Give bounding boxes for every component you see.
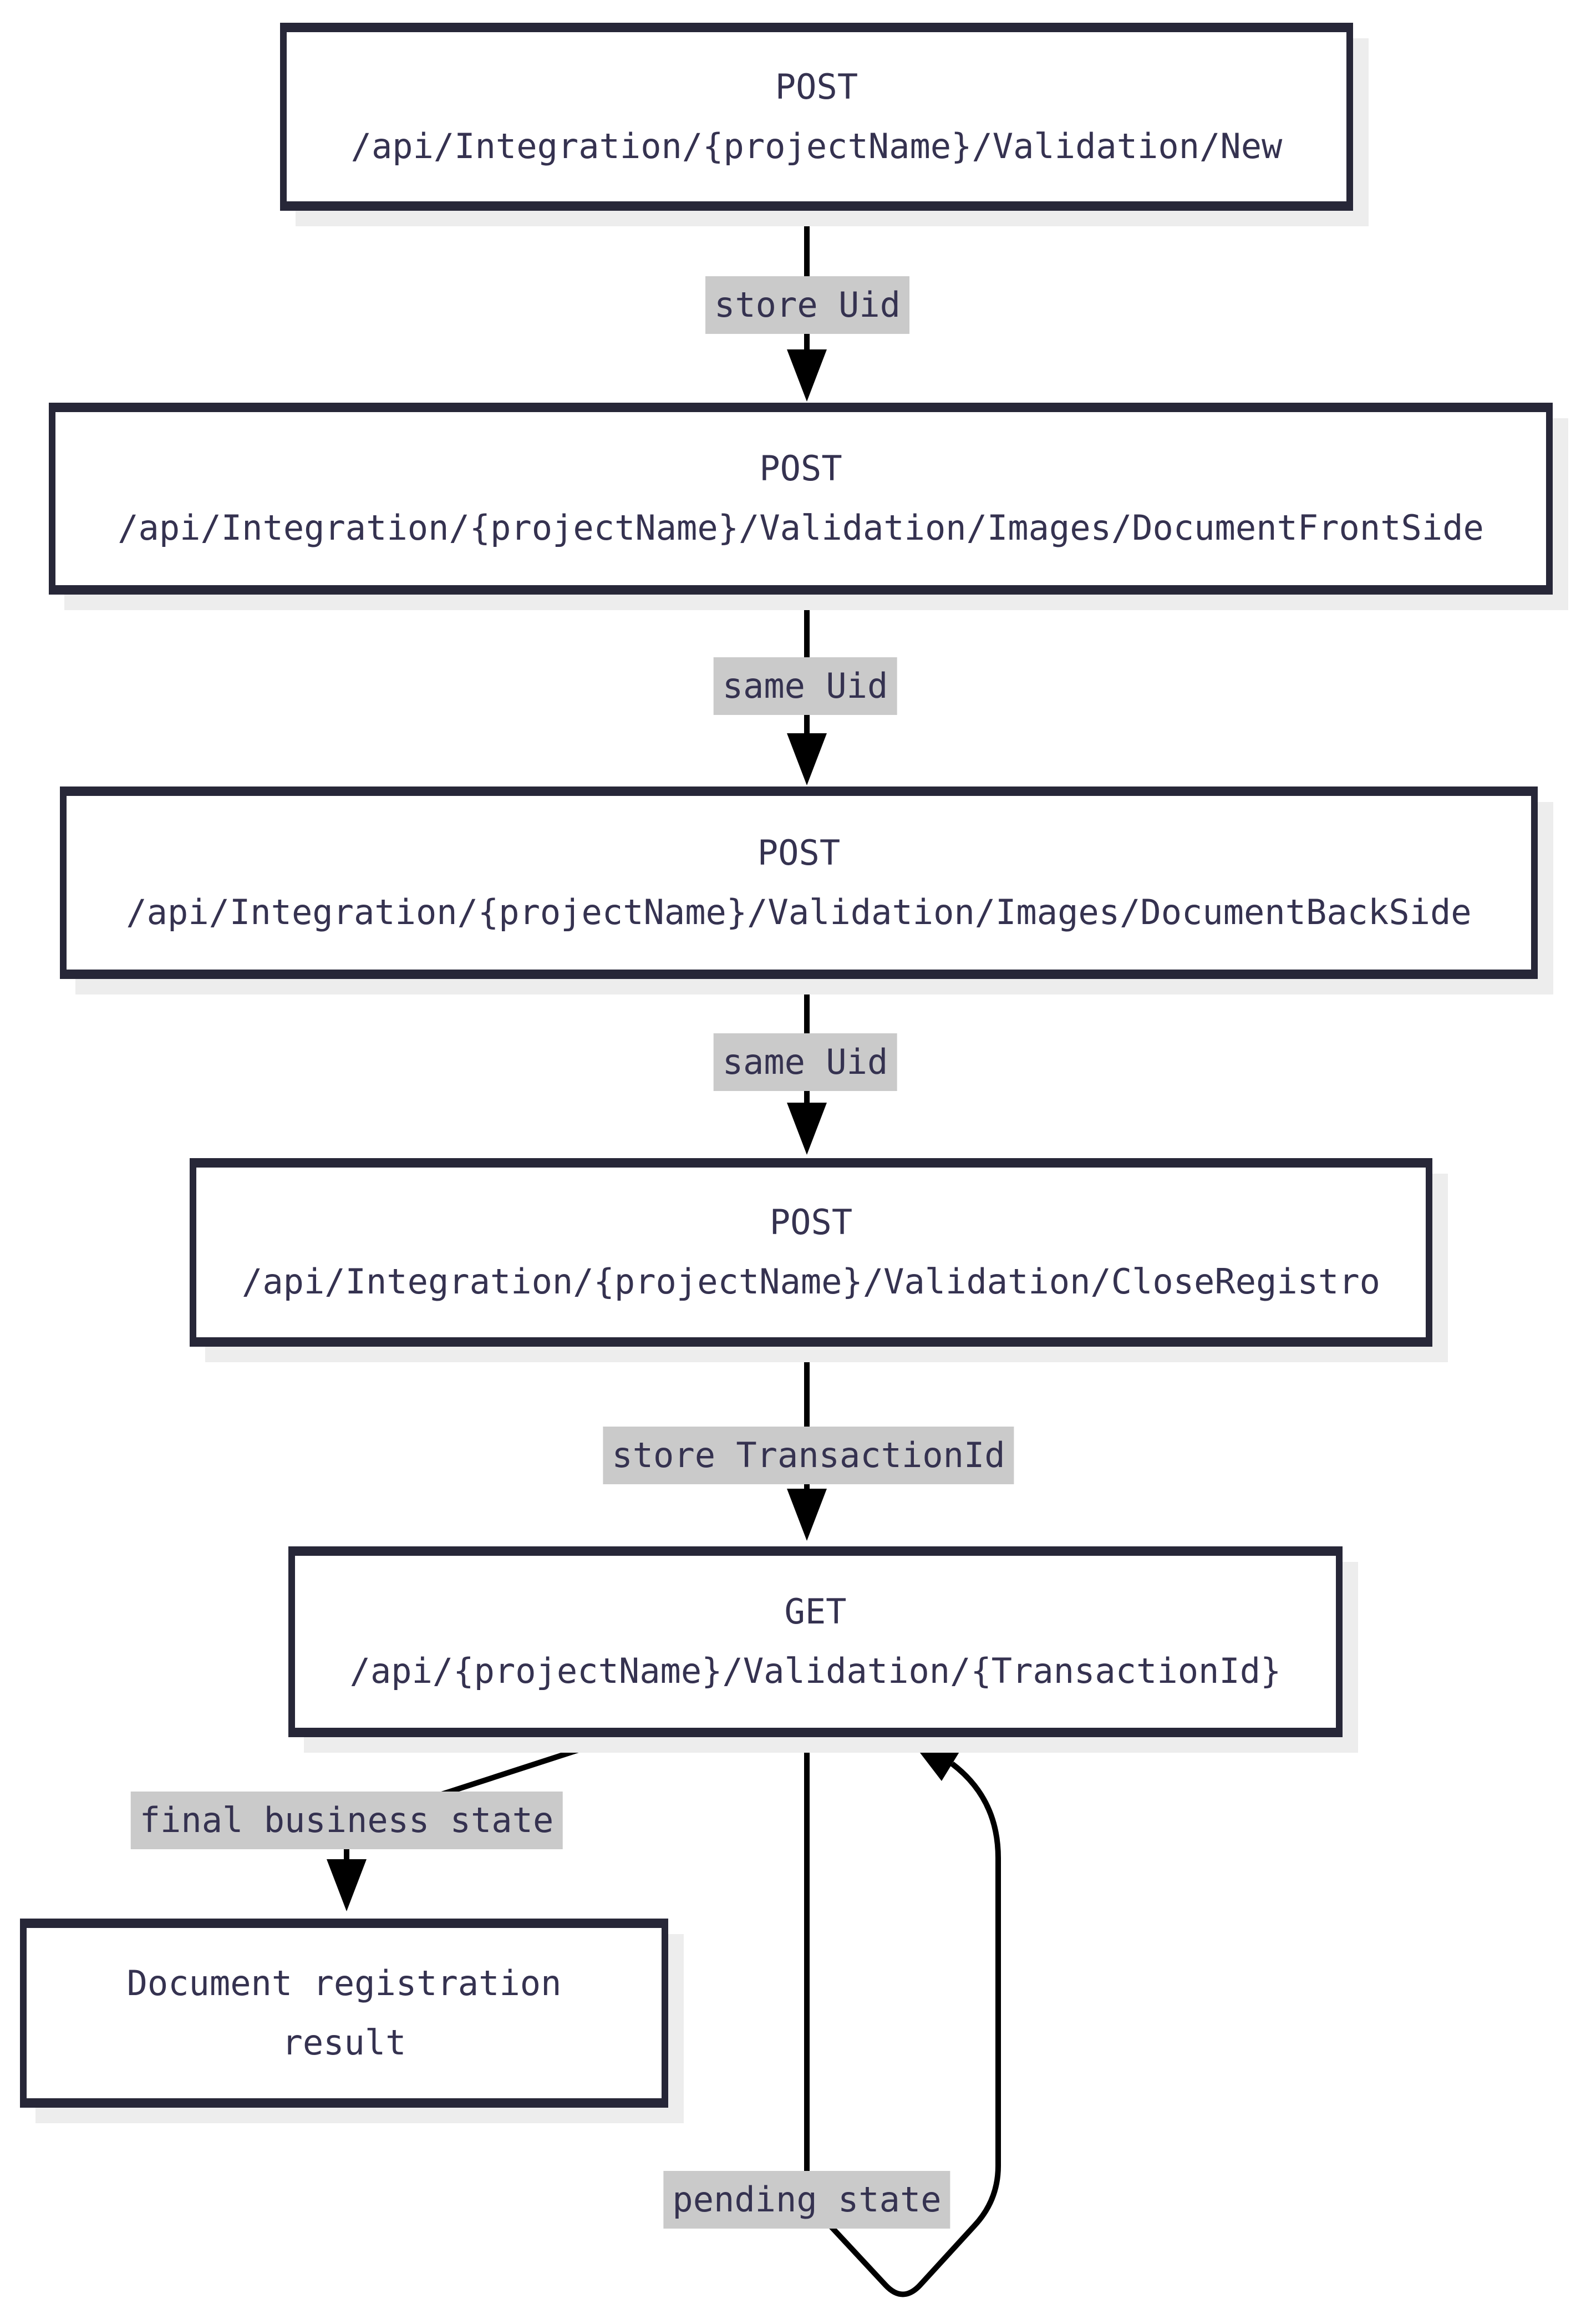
arrowhead-same-uid-1 (787, 733, 827, 785)
node-path: /api/Integration/{projectName}/Validatio… (242, 1261, 1380, 1302)
node-post-document-front-side: POST /api/Integration/{projectName}/Vali… (49, 403, 1553, 595)
edge-label-same-uid-1: same Uid (713, 657, 897, 715)
edge-line-final-business-state (437, 1733, 622, 1798)
node-text-line1: Document registration (126, 1962, 562, 2003)
node-document-registration-result: Document registration result (20, 1919, 668, 2108)
node-method: POST (757, 832, 841, 873)
node-path: /api/{projectName}/Validation/{Transacti… (349, 1651, 1282, 1691)
node-method: POST (775, 66, 858, 107)
edge-label-same-uid-2: same Uid (713, 1033, 897, 1091)
arrowhead-store-uid (787, 349, 827, 402)
arrowhead-store-transaction-id (787, 1489, 827, 1541)
node-method: GET (784, 1591, 847, 1632)
node-path: /api/Integration/{projectName}/Validatio… (118, 508, 1484, 548)
node-text-line2: result (282, 2022, 406, 2063)
node-method: POST (769, 1202, 853, 1243)
node-post-validation-new: POST /api/Integration/{projectName}/Vali… (280, 23, 1353, 211)
edge-label-store-uid: store Uid (705, 276, 909, 334)
node-method: POST (759, 448, 842, 489)
node-get-validation-transaction: GET /api/{projectName}/Validation/{Trans… (288, 1546, 1343, 1737)
node-path: /api/Integration/{projectName}/Validatio… (126, 891, 1472, 932)
node-path: /api/Integration/{projectName}/Validatio… (350, 125, 1283, 166)
edge-label-final-business-state: final business state (130, 1792, 563, 1849)
arrowhead-final-business-state (327, 1859, 367, 1911)
node-post-document-back-side: POST /api/Integration/{projectName}/Vali… (60, 786, 1538, 979)
edge-label-pending-state: pending state (663, 2171, 950, 2229)
arrowhead-same-uid-2 (787, 1103, 827, 1155)
node-post-close-registro: POST /api/Integration/{projectName}/Vali… (190, 1158, 1432, 1347)
arrowhead-pending-loop (907, 1736, 963, 1781)
edge-label-store-transaction-id: store TransactionId (603, 1427, 1014, 1484)
